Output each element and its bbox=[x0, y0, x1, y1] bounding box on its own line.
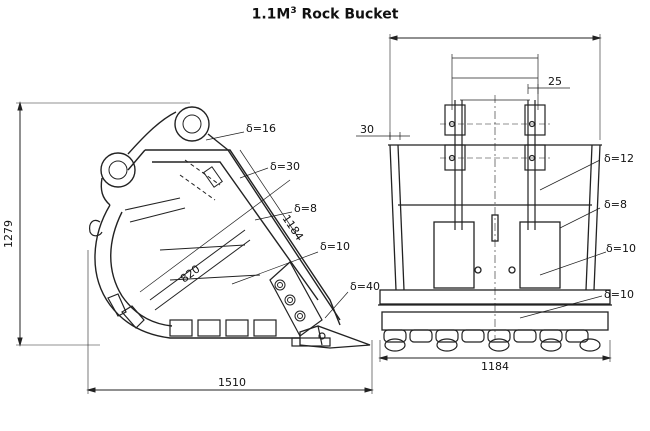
front-thickness-leaders bbox=[519, 159, 607, 319]
thk-10-label: δ=10 bbox=[320, 240, 350, 253]
mounting-brackets bbox=[440, 95, 550, 340]
front-view: 25 30 bbox=[356, 34, 636, 373]
thk-12-label: δ=12 bbox=[604, 152, 634, 165]
length-label: 1510 bbox=[218, 376, 246, 389]
thk-10-front-label: δ=10 bbox=[606, 242, 636, 255]
bottom-width-label: 1184 bbox=[481, 360, 509, 373]
thk-8-label: δ=8 bbox=[294, 202, 317, 215]
drawing-title: 1.1M3 Rock Bucket bbox=[0, 6, 650, 23]
thk-16-label: δ=16 bbox=[246, 122, 276, 135]
side-thickness-leaders bbox=[205, 131, 349, 319]
bucket-teeth bbox=[107, 293, 371, 349]
thk-40-label: δ=40 bbox=[350, 280, 380, 293]
dim-820-label: 820 bbox=[178, 262, 203, 285]
bottom-width-dimension: 1184 bbox=[378, 340, 612, 373]
height-label: 1279 bbox=[2, 220, 15, 248]
height-dimension: 1279 bbox=[2, 101, 190, 347]
pin-lugs bbox=[100, 106, 229, 206]
front-teeth bbox=[383, 329, 601, 352]
title-superscript: 3 bbox=[290, 6, 297, 16]
dim-1184-label: 1184 bbox=[280, 212, 306, 242]
thk-8-front-label: δ=8 bbox=[604, 198, 627, 211]
offset-dimension: 30 bbox=[356, 123, 410, 140]
dim-30-label: 30 bbox=[360, 123, 374, 136]
bracket-dimensions: 25 bbox=[451, 54, 570, 110]
internal-ribs bbox=[124, 159, 261, 311]
side-view: 1279 1510 bbox=[2, 101, 380, 394]
title-main: 1.1M bbox=[251, 6, 291, 23]
thk-10b-front-label: δ=10 bbox=[604, 288, 634, 301]
dim-25-label: 25 bbox=[548, 75, 562, 88]
side-cutter-plate bbox=[269, 261, 323, 337]
bucket-body bbox=[378, 144, 612, 331]
bucket-shell bbox=[89, 149, 341, 339]
thk-30-label: δ=30 bbox=[270, 160, 300, 173]
title-suffix: Rock Bucket bbox=[296, 6, 399, 23]
length-dimension: 1510 bbox=[86, 250, 374, 394]
